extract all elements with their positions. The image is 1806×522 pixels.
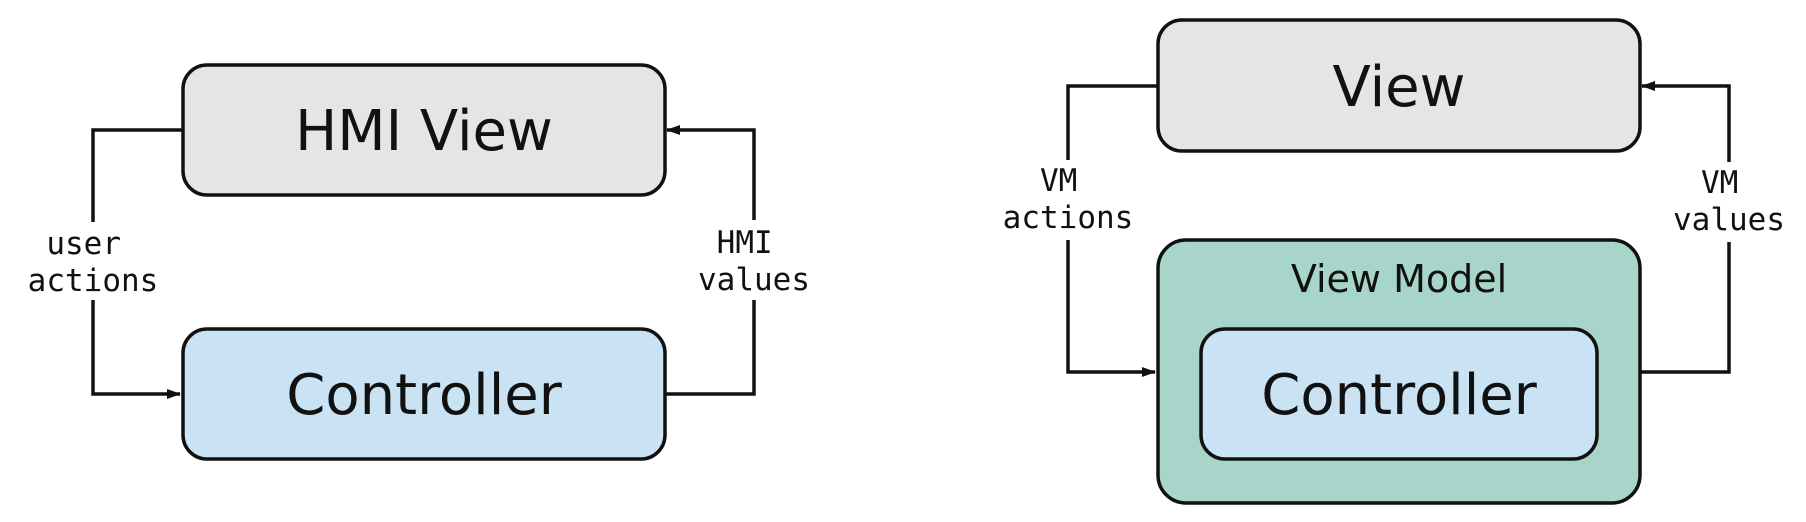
vm-values-label: VM values <box>1673 165 1785 238</box>
vm-actions-label-bg <box>980 160 1156 240</box>
view-model-node: View Model Controller <box>1156 238 1642 505</box>
hmi-view-label: HMI View <box>295 99 553 164</box>
hmi-values-label-line2: values <box>698 262 810 298</box>
view-label: View <box>1333 55 1466 120</box>
view-box <box>1156 18 1642 153</box>
vm-values-label-line1: VM <box>1701 165 1738 201</box>
right-diagram: View View Model Controller VM actions VM… <box>980 18 1804 505</box>
user-actions-label: user actions <box>28 226 159 299</box>
view-node: View <box>1156 18 1642 153</box>
right-controller-node: Controller <box>1199 327 1599 461</box>
vm-values-label-bg <box>1656 162 1804 242</box>
vm-values-label-line2: values <box>1673 202 1785 238</box>
left-controller-node: Controller <box>181 327 667 461</box>
view-model-label: View Model <box>1291 257 1507 301</box>
user-actions-label-bg <box>10 222 176 300</box>
hmi-view-node: HMI View <box>181 63 667 197</box>
left-controller-label: Controller <box>286 363 562 428</box>
vm-actions-label-line2: actions <box>1003 200 1134 236</box>
hmi-values-label: HMI values <box>698 225 810 298</box>
right-controller-label: Controller <box>1261 363 1537 428</box>
hmi-view-box <box>181 63 667 197</box>
vm-actions-label-line1: VM <box>1040 163 1077 199</box>
left-controller-box <box>181 327 667 461</box>
right-controller-box <box>1199 327 1599 461</box>
hmi-values-label-bg <box>680 220 828 300</box>
vm-actions-label: VM actions <box>1003 163 1134 236</box>
user-actions-label-line1: user <box>46 226 121 262</box>
user-actions-label-line2: actions <box>28 263 159 299</box>
hmi-values-label-line1: HMI <box>717 225 773 261</box>
left-diagram: HMI View Controller user actions HMI val… <box>10 63 828 461</box>
